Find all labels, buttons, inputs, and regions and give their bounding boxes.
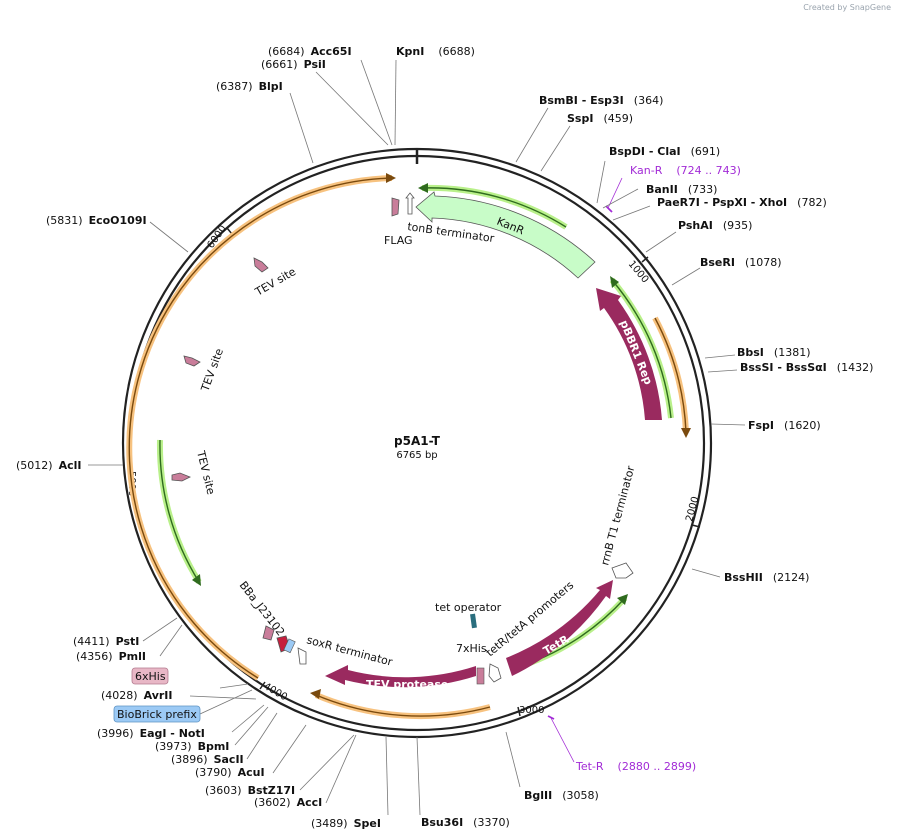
box-biobrick [113,705,201,723]
feature-label-soxr: soxR terminator [305,633,394,669]
site-label-fspi: FspI(1620) [748,419,821,432]
feature-rrnb-terminator [611,562,634,579]
site-label-banii: BanII(733) [646,183,717,196]
feature-label-bba: BBa_J23102 [237,579,288,639]
site-label-ecoo109i: (5831)EcoO109I [46,214,147,227]
primer-kan-r-label: Kan-R(724 .. 743) [630,164,741,177]
feature-soxr-terminator [297,647,307,665]
feature-label-pbbr1-rep: pBBR1 Rep [617,318,655,386]
feature-tetr-tetA-promoters [488,663,502,683]
feature-label-tev-site-1: TEV site [252,265,298,299]
site-label-psti: (4411)PstI [73,635,139,648]
feature-label-flag: FLAG [384,234,413,247]
feature-label-tet-operator: tet operator [435,601,502,614]
feature-label-rrnb: rrnB T1 terminator [598,464,637,567]
feature-label-tev-site-2: TEV site [198,346,226,393]
snapgene-credit: Created by SnapGene [803,3,891,12]
plasmid-length: 6765 bp [396,450,437,461]
feature-tev-site-1 [253,257,269,273]
feature-tet-operator [470,613,477,629]
site-label-blpi: (6387)BlpI [216,80,283,93]
site-label-bbsi: BbsI(1381) [737,346,810,359]
site-leaders [88,59,746,816]
site-label-acui: (3790)AcuI [195,766,265,779]
site-label-sspi: SspI(459) [567,112,633,125]
tick-label-2000: 2000 [684,495,701,522]
site-label-avrii: (4028)AvrII [101,689,172,702]
feature-7xhis [476,667,485,685]
site-label-bsu36i: Bsu36I(3370) [421,816,510,829]
primer-tet-r-mark [547,715,555,720]
site-label-acc65i: (6684)Acc65I [268,45,352,58]
box-6xhis [131,667,169,685]
site-label-bstz17i: (3603)BstZ17I [205,784,295,797]
feature-tev-protease [325,665,476,688]
site-label-paer7i: PaeR7I - PspXI - XhoI(782) [657,196,827,209]
primers: Kan-R(724 .. 743) Tet-R(2880 .. 2899) [547,164,741,773]
site-label-acli: (5012)AclI [16,459,81,472]
box-biobrick-label: BioBrick prefix [117,708,197,721]
site-label-bpmi: (3973)BpmI [155,740,229,753]
box-6xhis-label: 6xHis [135,670,166,683]
feature-label-tev-protease: TEV protease [366,678,448,691]
plasmid-name: p5A1-T [394,434,441,448]
feature-tetr [506,580,613,676]
feature-label-tev-site-3: TEV site [194,449,218,497]
feature-flag [391,197,400,217]
site-label-bsshii: BssHII(2124) [724,571,809,584]
site-label-eagi: (3996)EagI - NotI [97,727,205,740]
site-label-bglii: BglII(3058) [524,789,599,802]
tick-label-3000: 3000 [519,705,544,716]
site-label-bspdi: BspDI - ClaI(691) [609,145,720,158]
primer-kan-r-mark [605,205,613,213]
site-label-kpni: KpnI(6688) [396,45,475,58]
boxed-feature-labels: 6xHis BioBrick prefix [113,667,201,723]
feature-pbbr1-rep [596,288,662,420]
site-label-acci: (3602)AccI [254,796,322,809]
site-label-sacii: (3896)SacII [171,753,244,766]
feature-kanr [415,191,596,279]
feature-bba-j23102 [262,625,275,641]
site-label-pmli: (4356)PmlI [76,650,146,663]
feature-label-7xhis: 7xHis [456,642,487,655]
site-labels: KpnI(6688) (6684)Acc65I (6661)PsiI (6387… [16,45,873,830]
site-label-bsssi: BssSI - BssSαI(1432) [740,361,873,374]
primer-tet-r-label: Tet-R(2880 .. 2899) [575,760,696,773]
site-label-bsmbi: BsmBI - Esp3I(364) [539,94,663,107]
site-label-psii: (6661)PsiI [261,58,326,71]
feature-tonb-terminator [405,192,415,215]
site-label-spei: (3489)SpeI [311,817,381,830]
orf-green-left [156,439,202,584]
site-label-pshai: PshAI(935) [678,219,752,232]
feature-biobrick-block [283,638,296,654]
site-label-bseri: BseRI(1078) [700,256,782,269]
feature-tev-site-3 [171,472,191,482]
feature-tev-site-2 [183,355,201,367]
